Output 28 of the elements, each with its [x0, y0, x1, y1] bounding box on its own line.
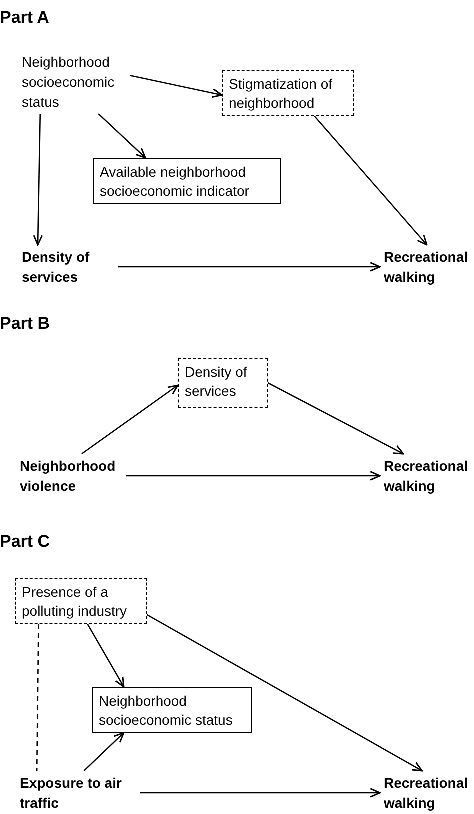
variable-label: Neighborhood socioeconomic status [18, 50, 130, 114]
arrow [87, 624, 125, 688]
arrow [33, 114, 44, 246]
arrow [82, 384, 179, 455]
arrow [126, 471, 381, 481]
part-heading: Part B [0, 314, 50, 334]
arrow [84, 732, 125, 772]
arrow [314, 116, 428, 246]
part-heading: Part C [0, 532, 50, 552]
part-heading: Part A [0, 8, 50, 28]
arrow [98, 114, 146, 159]
variable-label: Neighborhood violence [16, 454, 126, 498]
connector-line [36, 624, 40, 771]
variable-box: Neighborhood socioeconomic status [92, 687, 252, 733]
variable-box: Density of services [178, 358, 268, 408]
variable-box: Presence of a polluting industry [15, 578, 147, 624]
variable-box: Available neighborhood socioeconomic indicator [93, 158, 281, 204]
variable-label: Recreational walking [380, 245, 474, 289]
arrow [140, 788, 381, 798]
variable-label: Recreational walking [380, 771, 474, 814]
arrow [268, 382, 404, 455]
variable-label: Density of services [18, 245, 118, 289]
arrow [130, 74, 223, 98]
variable-box: Stigmatization of neighborhood [222, 70, 354, 116]
arrow [118, 262, 381, 272]
variable-label: Recreational walking [380, 454, 474, 498]
arrow [146, 614, 424, 772]
variable-label: Exposure to air traffic [16, 771, 140, 814]
